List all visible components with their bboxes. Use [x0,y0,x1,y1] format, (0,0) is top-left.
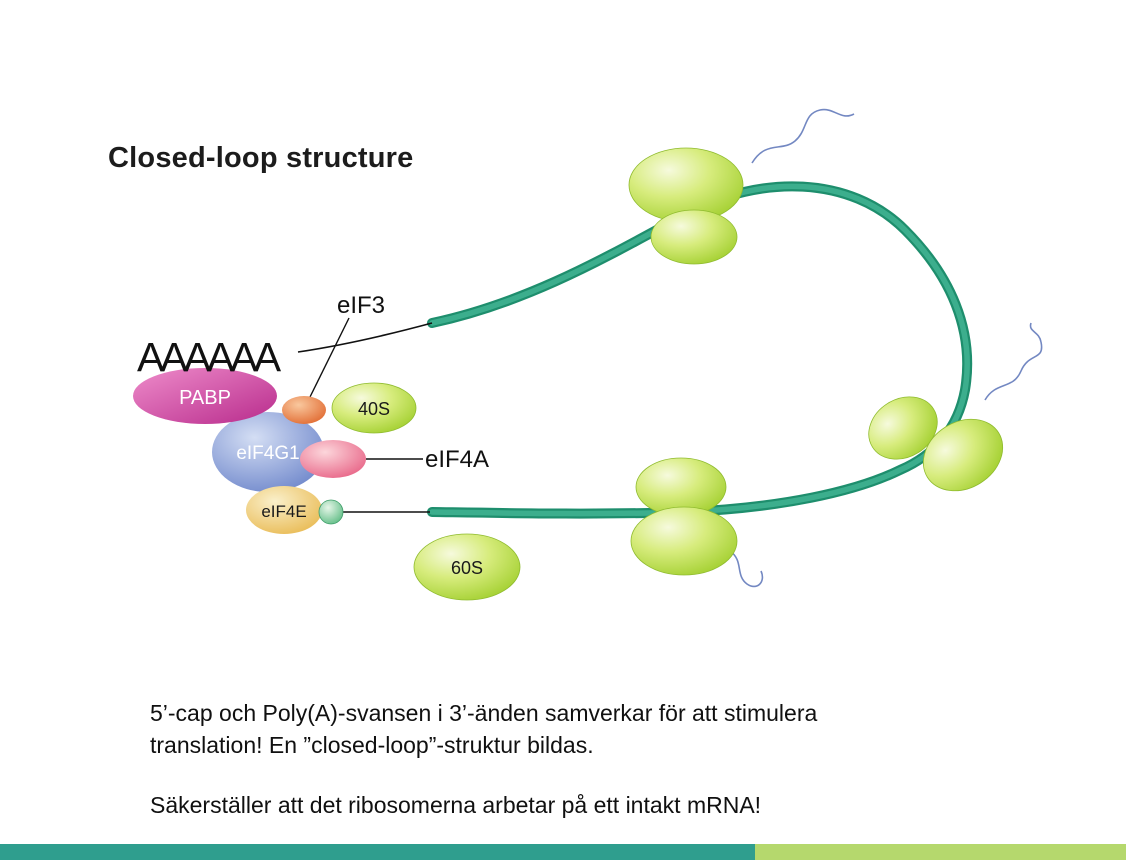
ribosome-right-large-subunit [922,418,1004,492]
nascent-peptide-squiggle-top [751,108,855,164]
caption-block: 5’-cap och Poly(A)-svansen i 3’-änden sa… [150,697,817,821]
footer-bar-green-segment [755,844,1126,860]
eif3-label-line [308,317,350,400]
eif4e-label: eIF4E [261,502,306,521]
caption-line-3: Säkerställer att det ribosomerna arbetar… [150,792,762,818]
caption-spacer [150,761,817,789]
footer-bar [0,844,1126,860]
eif4g1-ellipse [212,412,324,492]
ribosome-top-small-subunit [650,209,738,265]
poly-a-text: AAAAAA [137,334,282,380]
eif4a-ellipse [300,440,366,478]
caption-line-1: 5’-cap och Poly(A)-svansen i 3’-änden sa… [150,700,818,726]
40s-ellipse [331,382,417,434]
page-title: Closed-loop structure [108,142,414,174]
ribosome-bottom-large-subunit [630,506,738,576]
nascent-peptide-squiggle-bottom [729,550,764,588]
60s-label: 60S [451,558,483,578]
eif4a-label: eIF4A [425,446,489,473]
eif4g1-label: eIF4G1 [236,443,299,464]
nascent-peptide-squiggle-right [984,322,1043,401]
eif4e-ellipse [246,486,322,534]
pabp-label: PABP [179,387,231,409]
pabp-ellipse [133,368,277,424]
40s-label: 40S [358,399,390,419]
footer-bar-teal-segment [0,844,755,860]
eif3-ellipse [282,396,326,424]
cap-circle [318,499,344,525]
eif3-label: eIF3 [337,292,385,319]
poly-a-mrna-connector [297,322,433,353]
ribosome-right-small-subunit [868,396,938,460]
60s-ellipse [413,533,521,601]
caption-line-2: translation! En ”closed-loop”-struktur b… [150,732,594,758]
